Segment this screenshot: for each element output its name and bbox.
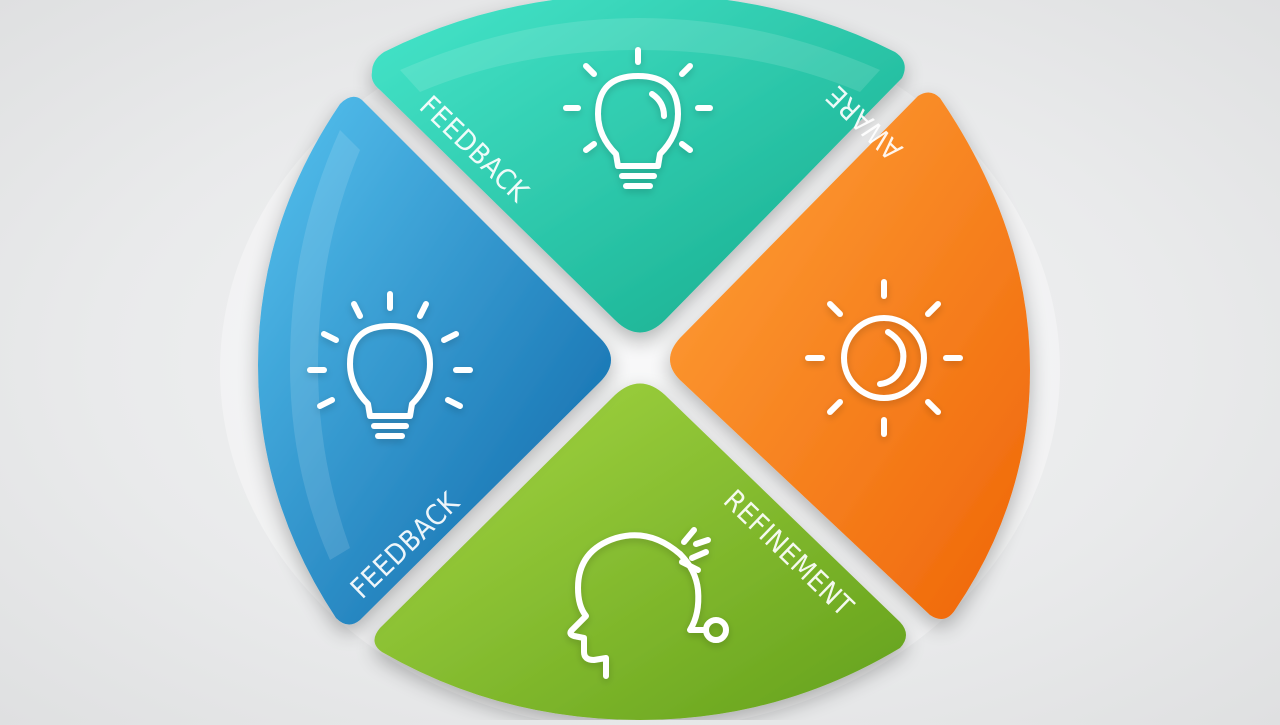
segment-left [258,96,611,625]
segment-bottom [374,383,906,720]
lightbulb-icon [307,291,473,439]
gloss-left [290,130,360,560]
segment-right [670,92,1030,619]
lightbulb-icon [563,47,713,189]
head-icon [567,527,729,679]
sun-icon [805,279,963,437]
gloss-top [400,18,880,92]
